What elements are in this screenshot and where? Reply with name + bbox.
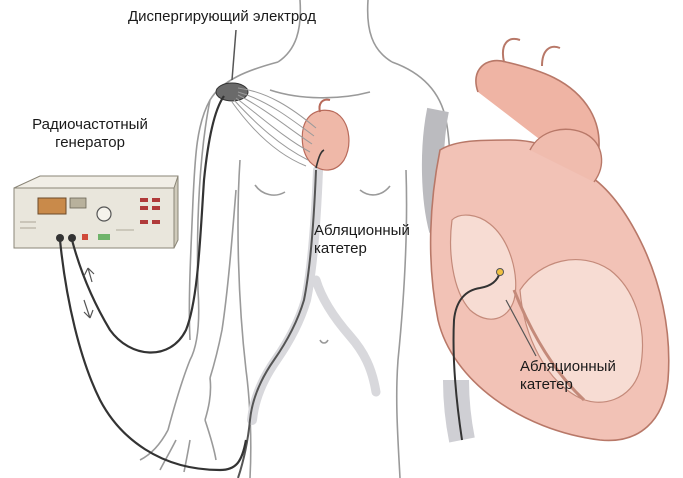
dispersive-electrode-label: Диспергирующий электрод <box>128 8 316 26</box>
catheter-body-label: Абляционный катетер <box>314 222 410 258</box>
neck-right <box>368 0 392 62</box>
arrow-down <box>84 300 93 318</box>
cables <box>60 96 246 470</box>
catheter-heart-label-line2: катетер <box>520 376 616 394</box>
catheter-heart-label-line1: Абляционный <box>520 358 616 376</box>
torso-right <box>397 170 407 478</box>
device-indicator-green <box>98 234 110 240</box>
rf-generator-label-line2: генератор <box>18 134 162 152</box>
device-button <box>140 206 148 210</box>
navel <box>320 340 328 343</box>
wire-5 <box>234 100 308 160</box>
rf-generator <box>14 176 178 248</box>
left-arm-inner <box>210 190 236 378</box>
small-heart <box>302 100 349 170</box>
rf-generator-label: Радиочастотный генератор <box>18 116 162 152</box>
catheter-heart-label: Абляционный катетер <box>520 358 616 394</box>
device-button <box>152 206 160 210</box>
device-button <box>140 198 148 202</box>
rf-generator-label-line1: Радиочастотный <box>18 116 162 134</box>
device-button <box>140 220 148 224</box>
catheter-body-label-line2: катетер <box>314 240 410 258</box>
clavicle <box>270 90 370 98</box>
device-indicator-red <box>82 234 88 240</box>
device-knob <box>97 207 111 221</box>
device-side <box>174 176 178 248</box>
device-screen <box>38 198 66 214</box>
device-button <box>152 220 160 224</box>
device-screen-2 <box>70 198 86 208</box>
chest-left <box>255 185 285 195</box>
vessel-branch-right <box>316 280 376 392</box>
electrode-pointer <box>232 30 236 80</box>
device-top <box>14 176 178 188</box>
cable-to-catheter <box>60 240 246 470</box>
vessels <box>238 170 376 478</box>
dispersive-electrode <box>216 30 316 166</box>
catheter-tip <box>497 269 504 276</box>
device-button <box>152 198 160 202</box>
aorta-branch <box>503 39 560 66</box>
chest-right <box>360 186 390 195</box>
vena-cava <box>252 170 318 420</box>
left-arm <box>168 100 210 430</box>
device-body <box>14 188 174 248</box>
current-arrows <box>84 268 94 318</box>
left-hand <box>140 378 216 472</box>
wire-3 <box>238 95 312 144</box>
catheter-in-body <box>238 170 316 478</box>
catheter-body-label-line1: Абляционный <box>314 222 410 240</box>
small-heart-body <box>302 110 349 170</box>
